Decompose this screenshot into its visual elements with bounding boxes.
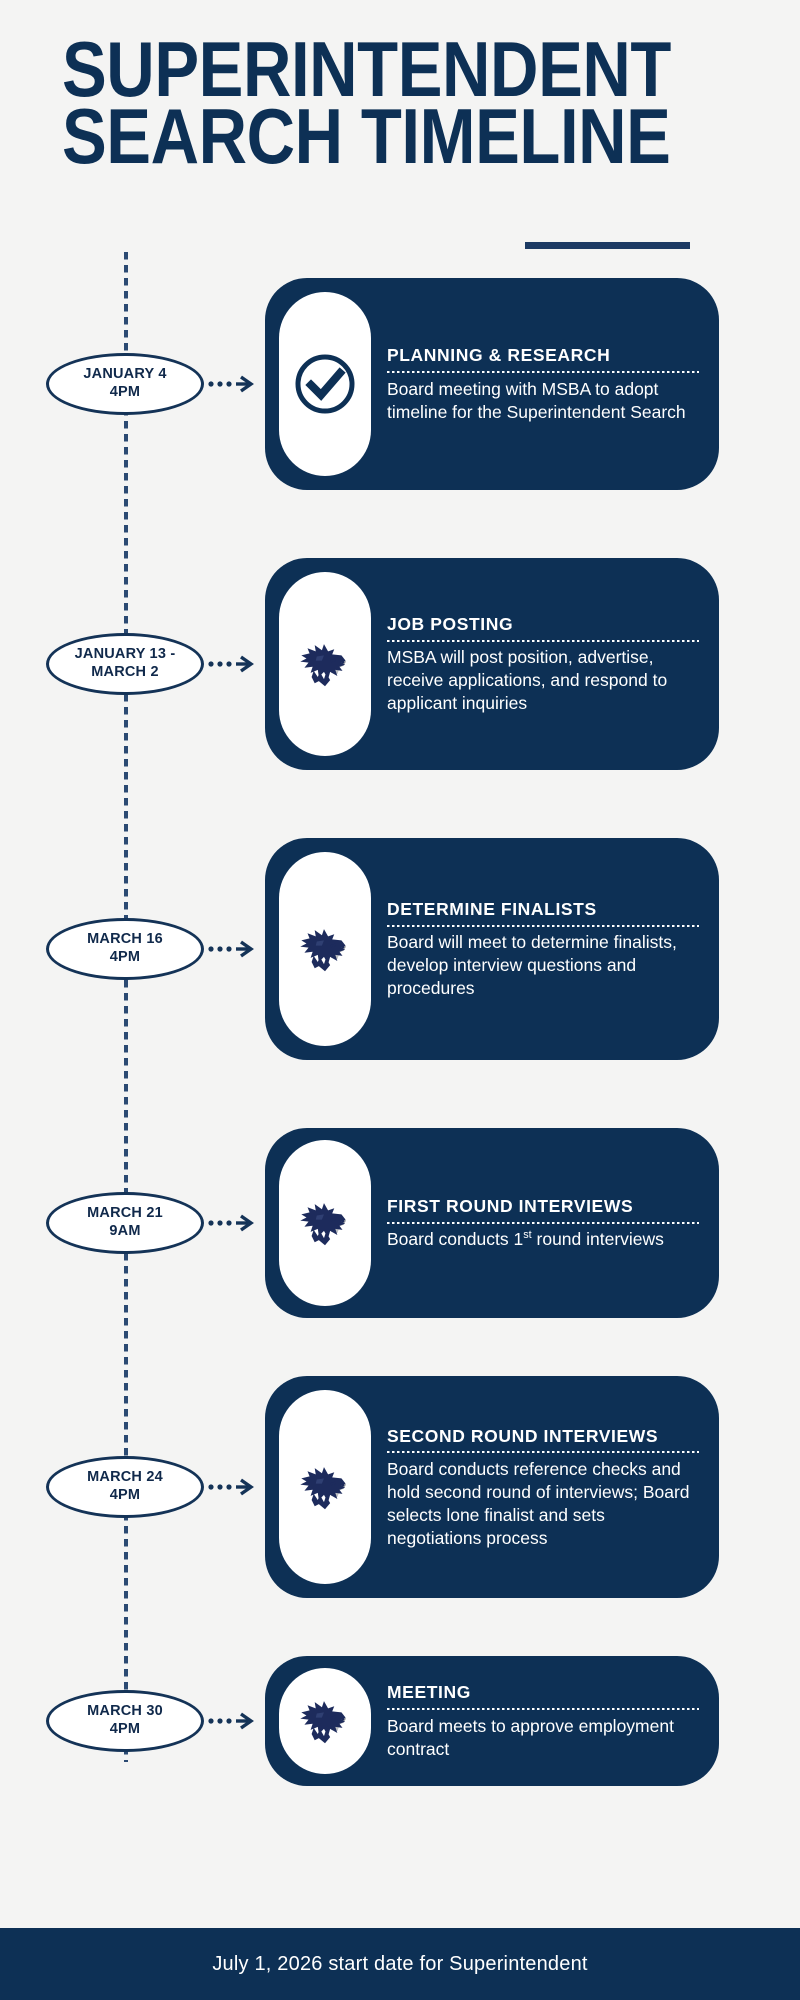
timeline-card[interactable]: JOB POSTING MSBA will post position, adve…: [265, 558, 719, 770]
dotted-arrow-icon: [208, 940, 254, 958]
wolf-mascot-icon: [300, 1202, 347, 1246]
timeline-card-divider: [387, 1221, 699, 1225]
timeline-card[interactable]: MEETING Board meets to approve employment…: [265, 1656, 719, 1786]
timeline-card-icon-pill: [279, 852, 371, 1046]
timeline-card-body: Board meets to approve employment contra…: [387, 1715, 674, 1759]
timeline-card-body: Board conducts reference checks and hold…: [387, 1458, 690, 1548]
dotted-arrow-icon: [208, 655, 254, 673]
timeline-connector-arrow: [208, 375, 254, 393]
timeline-card-text: PLANNING & RESEARCH Board meeting with MS…: [371, 330, 719, 437]
checkmark-circle-icon: [295, 354, 355, 414]
timeline-card-body: Board meeting with MSBA to adopt timelin…: [387, 378, 686, 422]
timeline-card-icon-pill: [279, 292, 371, 476]
timeline-connector-arrow: [208, 1214, 254, 1232]
timeline-card-text: DETERMINE FINALISTS Board will meet to de…: [371, 884, 719, 1014]
date-badge-line-2: 9AM: [109, 1223, 141, 1239]
dotted-arrow-icon: [208, 1478, 254, 1496]
timeline-card[interactable]: PLANNING & RESEARCH Board meeting with MS…: [265, 278, 719, 490]
timeline-connector-arrow: [208, 940, 254, 958]
date-badge-line-2: MARCH 2: [91, 664, 159, 680]
timeline-card-divider: [387, 1707, 699, 1711]
timeline-card-text: FIRST ROUND INTERVIEWS Board conducts 1st…: [371, 1181, 719, 1265]
timeline-card-body: MSBA will post position, advertise, rece…: [387, 647, 668, 714]
page-title-line-1: SUPERINTENDENT: [62, 25, 671, 113]
date-badge-line-2: 4PM: [109, 1721, 141, 1737]
timeline-card-title: DETERMINE FINALISTS: [387, 899, 597, 919]
date-badge-line-2: 4PM: [109, 949, 141, 965]
wolf-mascot-icon: [300, 1466, 347, 1510]
timeline-card-text: MEETING Board meets to approve employment…: [371, 1667, 719, 1774]
timeline-card-divider: [387, 639, 699, 643]
timeline-card-title: JOB POSTING: [387, 614, 514, 634]
timeline-row: JANUARY 13 -MARCH 2 JOB POSTING MSBA will…: [0, 558, 800, 770]
timeline-date-badge[interactable]: JANUARY 13 -MARCH 2: [46, 633, 204, 695]
timeline-card[interactable]: DETERMINE FINALISTS Board will meet to de…: [265, 838, 719, 1060]
timeline-dotted-spine: [124, 252, 128, 1762]
timeline-card[interactable]: FIRST ROUND INTERVIEWS Board conducts 1st…: [265, 1128, 719, 1318]
timeline-card-divider: [387, 924, 699, 928]
timeline-card-icon-pill: [279, 572, 371, 756]
timeline-card-body: Board conducts 1st round interviews: [387, 1229, 664, 1250]
date-badge-line-1: MARCH 16: [87, 931, 163, 948]
timeline-connector-arrow: [208, 1478, 254, 1496]
date-badge-line-1: JANUARY 4: [83, 366, 167, 383]
timeline-card-icon-pill: [279, 1140, 371, 1306]
timeline-card-text: JOB POSTING MSBA will post position, adve…: [371, 599, 719, 729]
date-badge-line-1: MARCH 24: [87, 1469, 163, 1486]
timeline-card-divider: [387, 370, 699, 374]
timeline-connector-arrow: [208, 1712, 254, 1730]
timeline-card-title: PLANNING & RESEARCH: [387, 345, 611, 366]
timeline-card-divider: [387, 1450, 699, 1454]
date-badge-line-1: MARCH 30: [87, 1703, 163, 1720]
title-underline-rule: [525, 242, 690, 249]
dotted-arrow-icon: [208, 1214, 254, 1232]
page-title-line-2: SEARCH TIMELINE: [62, 92, 671, 181]
wolf-mascot-icon: [300, 643, 347, 687]
timeline-connector-arrow: [208, 655, 254, 673]
footer-bar: July 1, 2026 start date for Superintende…: [0, 1928, 800, 2000]
timeline-card-title: SECOND ROUND INTERVIEWS: [387, 1425, 659, 1446]
wolf-mascot-icon: [300, 928, 347, 972]
timeline-card-icon-pill: [279, 1668, 371, 1774]
timeline-card-title: FIRST ROUND INTERVIEWS: [387, 1195, 634, 1216]
page-header: SUPERINTENDENT SEARCH TIMELINE: [0, 0, 800, 181]
timeline-card-text: SECOND ROUND INTERVIEWS Board conducts re…: [371, 1411, 719, 1564]
timeline-card-title: MEETING: [387, 1682, 471, 1703]
timeline-card-body: Board will meet to determine finalists, …: [387, 932, 677, 999]
dotted-arrow-icon: [208, 375, 254, 393]
dotted-arrow-icon: [208, 1712, 254, 1730]
date-badge-line-1: JANUARY 13 -: [74, 646, 176, 663]
date-badge-line-1: MARCH 21: [87, 1205, 163, 1222]
timeline-card[interactable]: SECOND ROUND INTERVIEWS Board conducts re…: [265, 1376, 719, 1598]
date-badge-line-2: 4PM: [109, 384, 141, 400]
footer-text: July 1, 2026 start date for Superintende…: [212, 1952, 588, 1975]
date-badge-line-2: 4PM: [109, 1487, 141, 1503]
wolf-mascot-icon: [300, 1700, 347, 1744]
timeline-card-icon-pill: [279, 1390, 371, 1584]
